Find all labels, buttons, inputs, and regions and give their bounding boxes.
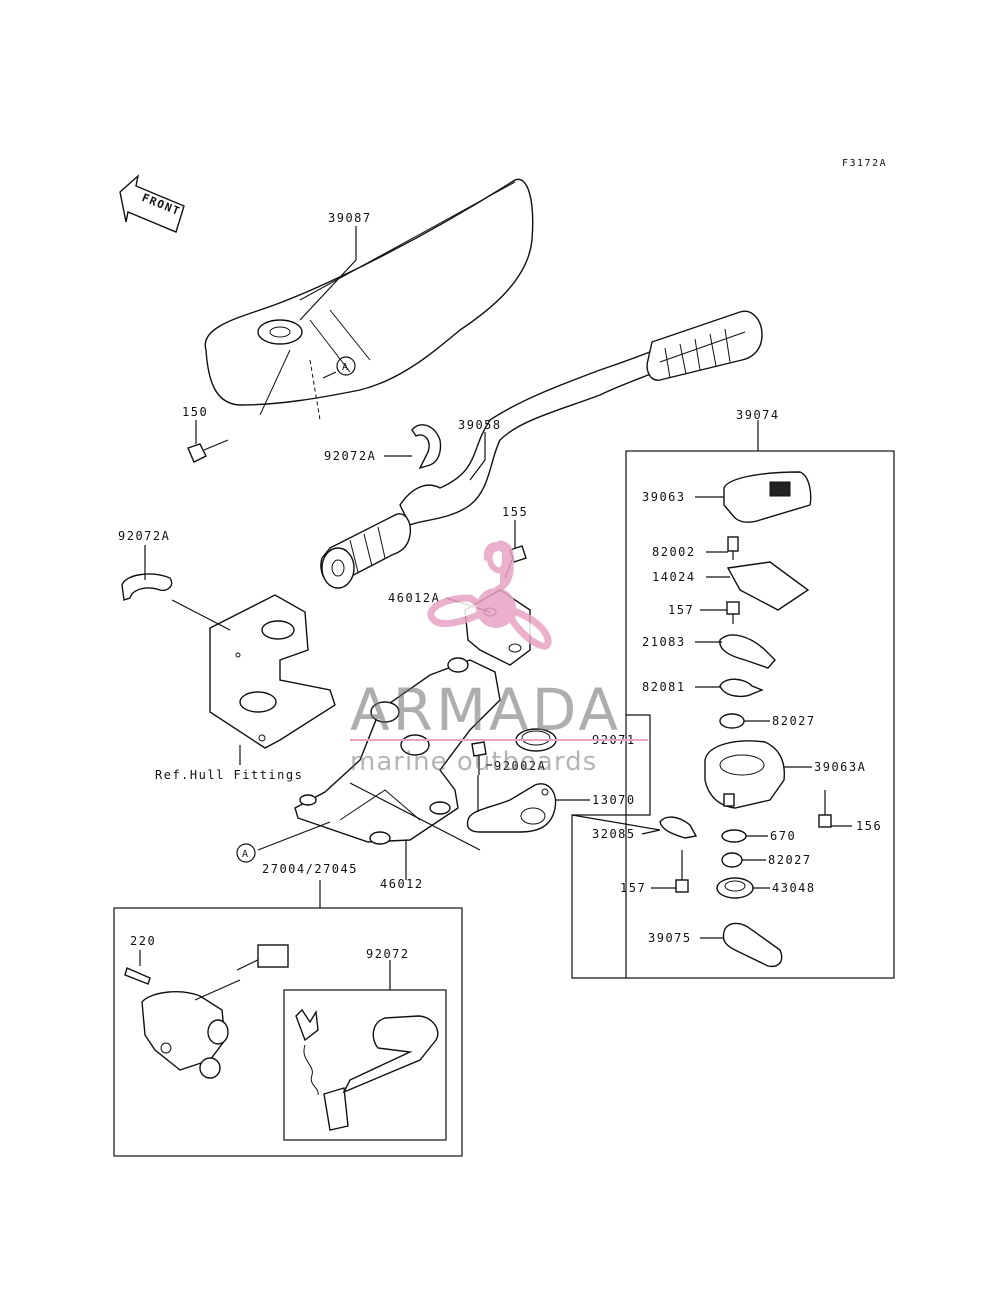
ref-circle-a-top [336,356,356,376]
clamp-band-left [121,573,173,601]
label-39063: 39063 [642,490,686,504]
label-92072A-upper: 92072A [324,449,376,463]
group-box-27004 [113,907,463,1157]
leader-lines-right [571,496,852,939]
label-39058: 39058 [458,418,502,432]
oring-670 [721,829,747,843]
label-46012A: 46012A [388,591,440,605]
plate-13070 [466,783,557,833]
label-43048: 43048 [772,881,816,895]
label-13070: 13070 [592,793,636,807]
label-27004-27045: 27004/27045 [262,862,358,876]
label-150: 150 [182,405,208,419]
label-32085: 32085 [592,827,636,841]
label-39087: 39087 [328,211,372,225]
switch-housing-39063A [704,740,785,809]
label-220: 220 [130,934,156,948]
screw-156 [818,790,832,828]
label-155: 155 [502,505,528,519]
switch-cover-39063 [723,471,812,523]
label-92072: 92072 [366,947,410,961]
bolt-150 [187,439,229,463]
label-39063A: 39063A [814,760,866,774]
watermark: ARMADA marine outboards [350,540,648,777]
handlebar-cover [204,178,534,421]
label-39075: 39075 [648,931,692,945]
seal-43048 [716,877,754,899]
group-box-92072 [283,989,447,1141]
label-157-lower: 157 [620,881,646,895]
screw-82002 [727,536,739,560]
label-ref-hull-fittings: Ref.Hull Fittings [155,768,303,782]
label-82002: 82002 [652,545,696,559]
label-ref-a-top: A [342,362,350,373]
gasket-14024 [726,561,810,611]
label-156: 156 [856,819,882,833]
label-39074: 39074 [736,408,780,422]
stop-switch [141,944,289,1079]
clamp-band-upper [411,424,442,470]
group-box-39074 [625,450,895,979]
label-82081: 82081 [642,680,686,694]
hull-bracket [209,594,336,749]
screw-157b [675,850,689,893]
label-21083: 21083 [642,635,686,649]
label-ref-a-bottom: A [242,849,250,860]
handlebar [320,310,763,589]
label-92002A: 92002A [494,759,546,773]
front-arrow-icon: FRONT [119,174,185,233]
label-14024: 14024 [652,570,696,584]
label-46012: 46012 [380,877,424,891]
watermark-tagline: marine outboards [350,747,597,777]
steering-housing [294,657,501,845]
label-82027-upper: 82027 [772,714,816,728]
lever-32085 [659,816,698,839]
throttle-lever-39075 [722,922,783,968]
screw-157a [726,601,740,624]
washer-82027a [719,713,745,729]
lanyard-cord [295,1008,439,1131]
plate-21083 [719,634,776,669]
screw-220 [124,950,151,985]
ref-circle-a-bottom [236,843,256,863]
spring-82081 [719,678,764,698]
label-157-upper: 157 [668,603,694,617]
washer-82027b [721,852,743,868]
label-92072A-left: 92072A [118,529,170,543]
figure-code: F3172A [842,158,887,169]
propeller-logo-icon [427,540,552,650]
bolt-92002A [471,741,487,775]
watermark-brand: ARMADA [350,676,621,744]
label-82027-lower: 82027 [768,853,812,867]
label-670: 670 [770,829,796,843]
